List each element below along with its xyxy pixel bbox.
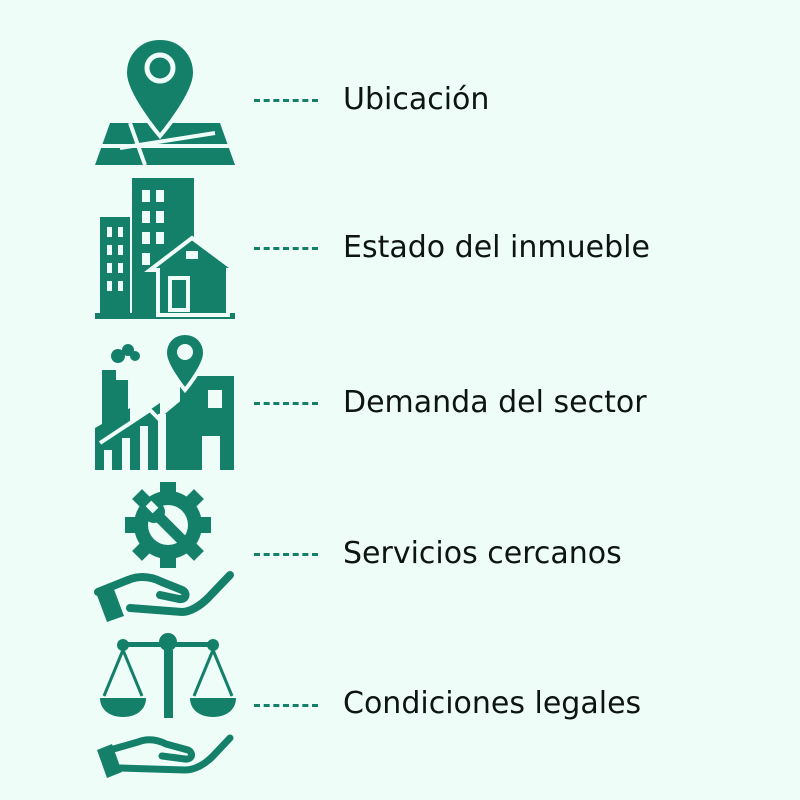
list-item-ubicacion: Ubicación [0, 28, 800, 178]
list-item-servicios-cercanos: Servicios cercanos [0, 480, 800, 630]
label-ubicacion: Ubicación [343, 82, 490, 117]
label-estado-del-inmueble: Estado del inmueble [343, 230, 650, 265]
connector-dash [254, 704, 318, 707]
factory-location-icon [90, 328, 240, 478]
list-item-demanda-del-sector: Demanda del sector [0, 328, 800, 478]
connector-dash [254, 553, 318, 556]
gear-wrench-hand-icon [90, 480, 240, 630]
map-pin-icon [90, 28, 240, 178]
label-demanda-del-sector: Demanda del sector [343, 385, 647, 420]
label-condiciones-legales: Condiciones legales [343, 686, 642, 721]
list-item-condiciones-legales: Condiciones legales [0, 630, 800, 780]
connector-dash [254, 402, 318, 405]
connector-dash [254, 247, 318, 250]
label-servicios-cercanos: Servicios cercanos [343, 536, 622, 571]
scales-hand-icon [90, 630, 240, 780]
buildings-icon [90, 175, 240, 325]
connector-dash [254, 99, 318, 102]
list-item-estado-del-inmueble: Estado del inmueble [0, 175, 800, 325]
